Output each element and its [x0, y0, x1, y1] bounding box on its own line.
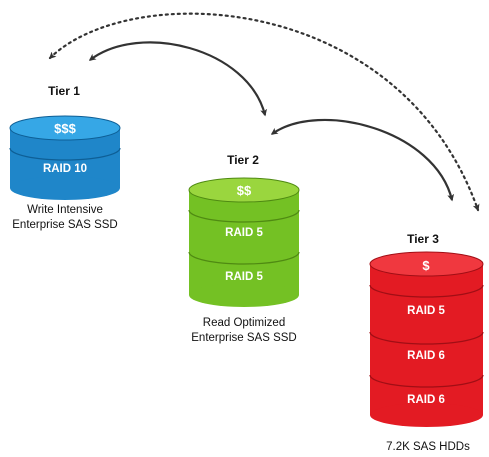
- tier-1-raid-1: RAID 10: [43, 163, 87, 175]
- tier-2: Tier 2 $$ RAID 5 RAID 5 Read Optimized E…: [188, 153, 300, 344]
- tier-2-divider-1: [188, 209, 300, 223]
- tier-2-title: Tier 2: [227, 153, 259, 167]
- arrow-tier2-tier3: [270, 119, 455, 202]
- tier-1-cost: $$$: [54, 121, 76, 136]
- tier-2-raid-2: RAID 5: [225, 271, 263, 283]
- tier-2-top: [188, 177, 300, 203]
- tier-3: Tier 3 $ RAID 5 RAID 6 RAID 6 7.2K SAS H…: [369, 232, 484, 453]
- tier-2-cylinder: [188, 177, 300, 307]
- arrow-tier1-tier2: [88, 41, 268, 117]
- tier-3-title: Tier 3: [407, 232, 439, 246]
- tier-1-divider: [9, 147, 121, 161]
- tier-1: Tier 1 $$$ RAID 10 Write Intensive Enter…: [9, 84, 121, 231]
- tier-3-divider-1: [369, 284, 484, 298]
- tier-3-cost: $: [422, 258, 430, 273]
- tier-3-raid-2: RAID 6: [407, 350, 445, 362]
- tier-3-bottom: [370, 403, 483, 427]
- tier-2-divider-2: [188, 251, 300, 265]
- tier-2-caption-line-1: Read Optimized: [203, 317, 285, 329]
- tier-1-caption-line-2: Enterprise SAS SSD: [12, 219, 117, 231]
- tier-3-caption-line-1: 7.2K SAS HDDs: [386, 441, 470, 453]
- tier-3-raid-3: RAID 6: [407, 394, 445, 406]
- tier-3-cylinder: [369, 251, 484, 427]
- tier-2-cost: $$: [237, 183, 252, 198]
- tier-3-divider-2: [369, 331, 484, 345]
- tier-1-cylinder: [9, 115, 121, 200]
- tier-3-raid-1: RAID 5: [407, 305, 445, 317]
- tier-2-body: [189, 190, 299, 295]
- tier-1-bottom: [10, 176, 120, 200]
- tier-2-raid-1: RAID 5: [225, 227, 263, 239]
- tier-2-caption-line-2: Enterprise SAS SSD: [191, 332, 296, 344]
- tier-1-caption-line-1: Write Intensive: [27, 204, 103, 216]
- tier-3-divider-3: [369, 374, 484, 388]
- tier-1-top: [9, 115, 121, 141]
- tier-3-body: [370, 264, 483, 415]
- tier-1-title: Tier 1: [48, 84, 80, 98]
- tier-3-top: [369, 251, 484, 277]
- tier-2-bottom: [189, 283, 299, 307]
